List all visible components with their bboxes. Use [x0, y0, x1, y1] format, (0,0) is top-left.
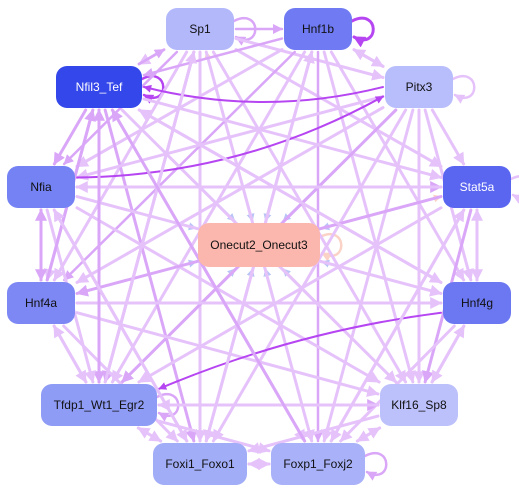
node-box-hnf4g — [443, 282, 511, 324]
edge-stat5a-to-tfdp1 — [137, 206, 443, 384]
edge-foxp1-to-klf16 — [355, 426, 382, 443]
node-box-stat5a — [443, 166, 511, 208]
node-foxp1: Foxp1_Foxj2 — [271, 443, 365, 485]
node-label-hnf4g: Hnf4g — [461, 296, 493, 310]
node-label-tfdp1: Tfdp1_Wt1_Egr2 — [54, 398, 145, 412]
node-hnf4g: Hnf4g — [443, 282, 511, 324]
edge-nfil3-to-sp1 — [137, 48, 166, 66]
edge-pitx3-to-pitx3 — [451, 75, 476, 104]
node-label-hnf4a: Hnf4a — [25, 296, 57, 310]
edge-hnf4a-to-klf16 — [75, 311, 380, 397]
edge-foxp1-to-foxp1 — [363, 452, 388, 481]
edge-pitx3-to-stat5a — [430, 108, 466, 166]
node-label-pitx3: Pitx3 — [406, 80, 433, 94]
node-stat5a: Stat5a — [443, 166, 511, 208]
node-box-hnf1b — [284, 8, 352, 50]
node-box-onecut — [198, 223, 320, 267]
node-nfia: Nfia — [7, 166, 75, 208]
edge-sp1-to-klf16 — [211, 50, 408, 384]
node-pitx3: Pitx3 — [385, 66, 453, 108]
node-label-hnf1b: Hnf1b — [302, 22, 334, 36]
edge-foxi1-to-tfdp1 — [136, 426, 163, 443]
node-box-nfia — [7, 166, 75, 208]
node-label-nfil3: Nfil3_Tef — [76, 80, 123, 94]
edge-tfdp1-to-hnf4a — [52, 324, 88, 384]
edge-nfia-to-pitx3 — [76, 95, 384, 179]
node-sp1: Sp1 — [166, 8, 234, 50]
edge-hnf1b-to-nfil3 — [142, 37, 284, 78]
node-box-foxp1 — [271, 443, 365, 485]
node-label-onecut: Onecut2_Onecut3 — [210, 238, 308, 252]
node-onecut: Onecut2_Onecut3 — [198, 223, 320, 267]
edge-hnf1b-to-hnf1b — [350, 16, 375, 48]
node-box-pitx3 — [385, 66, 453, 108]
edge-klf16-to-foxi1 — [247, 414, 380, 454]
edge-layer — [35, 16, 519, 481]
edge-onecut-to-onecut — [318, 233, 343, 262]
node-label-nfia: Nfia — [30, 180, 52, 194]
edge-pitx3-to-nfil3 — [143, 84, 384, 103]
node-tfdp1: Tfdp1_Wt1_Egr2 — [41, 384, 157, 426]
node-hnf4a: Hnf4a — [7, 282, 75, 324]
edge-pitx3-to-hnf4a — [75, 106, 385, 284]
edge-foxi1-to-nfia — [52, 208, 189, 443]
node-label-foxp1: Foxp1_Foxj2 — [283, 457, 353, 471]
edge-pitx3-to-nfia — [75, 95, 385, 181]
edge-stat5a-to-stat5a — [509, 175, 519, 204]
edge-klf16-to-hnf4g — [430, 324, 466, 384]
node-box-klf16 — [380, 384, 458, 426]
node-nfil3: Nfil3_Tef — [56, 66, 142, 108]
node-klf16: Klf16_Sp8 — [380, 384, 458, 426]
node-foxi1: Foxi1_Foxo1 — [153, 443, 247, 485]
node-box-sp1 — [166, 8, 234, 50]
node-box-foxi1 — [153, 443, 247, 485]
edge-nfia-to-klf16 — [75, 206, 381, 384]
edge-nfil3-to-nfia — [52, 108, 88, 166]
node-label-klf16: Klf16_Sp8 — [391, 398, 447, 412]
edge-foxp1-to-nfil3 — [110, 108, 307, 443]
node-label-foxi1: Foxi1_Foxo1 — [165, 457, 235, 471]
edge-hnf1b-to-tfdp1 — [110, 50, 307, 384]
node-hnf1b: Hnf1b — [284, 8, 352, 50]
edge-hnf4g-to-nfil3 — [137, 108, 443, 284]
node-box-tfdp1 — [41, 384, 157, 426]
node-box-nfil3 — [56, 66, 142, 108]
edge-pitx3-to-foxi1 — [211, 108, 408, 443]
edge-pitx3-to-hnf1b — [352, 48, 385, 68]
node-label-stat5a: Stat5a — [460, 180, 495, 194]
edge-foxp1-to-stat5a — [329, 208, 466, 443]
node-box-hnf4a — [7, 282, 75, 324]
node-label-sp1: Sp1 — [189, 22, 211, 36]
